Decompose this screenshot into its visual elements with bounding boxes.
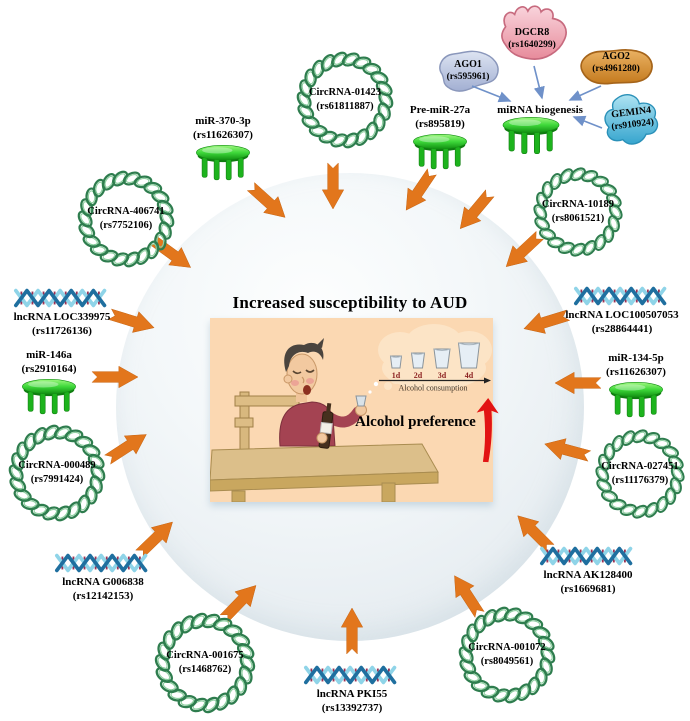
node-label: CircRNA-406741 (rs7752106) xyxy=(87,205,165,231)
mirna-icon xyxy=(196,144,250,180)
node-label: Pre-miR-27a (rs895819) xyxy=(409,104,471,131)
ago2-blob-icon xyxy=(580,49,653,85)
node-circrna-001072: CircRNA-001072 (rs8049561) xyxy=(455,603,559,707)
node-circrna-406741: CircRNA-406741 (rs7752106) xyxy=(74,167,178,271)
node-label: CircRNA-027451 (rs11176379) xyxy=(601,460,679,486)
axis-label: Alcohol consumption xyxy=(398,384,467,393)
circrna-ring-icon xyxy=(533,167,623,257)
circrna-ring-icon xyxy=(296,51,394,149)
figure-title: Increased susceptibility to AUD xyxy=(232,293,468,312)
node-label: CircRNA-001675 (rs1468762) xyxy=(166,649,244,675)
node-circrna-000489: CircRNA-000489 (rs7991424) xyxy=(5,421,109,525)
node-label: miR-134-5p (rs11626307) xyxy=(606,352,666,379)
arrow-from-circ01423 xyxy=(321,162,345,210)
alcohol-consumption-bubble: 1d 2d 3d 4d Alcohol consumption xyxy=(378,324,492,393)
node-label: miR-146a (rs2910164) xyxy=(21,349,77,376)
tick-2d: 2d xyxy=(414,371,423,380)
dgcr8-blob-icon xyxy=(501,5,567,60)
circrna-ring-icon xyxy=(458,606,556,704)
arrow-from-mir134 xyxy=(554,371,602,395)
node-label: lncRNA LOC339975 (rs11726136) xyxy=(13,311,111,338)
center-illustration-panel: 1d 2d 3d 4d Alcohol consumption Alcohol … xyxy=(210,318,499,502)
red-up-arrow-icon xyxy=(476,398,499,463)
mirna-icon xyxy=(22,378,76,414)
dgcr8-label: DGCR8 (rs1640299) xyxy=(508,27,556,50)
node-mirna-biogenesis: miRNA biogenesis xyxy=(478,103,602,157)
node-circrna-001675: CircRNA-001675 (rs1468762) xyxy=(151,609,259,717)
node-label: CircRNA-01423 (rs61811887) xyxy=(308,86,382,112)
node-label: CircRNA-000489 (rs7991424) xyxy=(18,459,96,485)
circrna-ring-icon xyxy=(595,429,685,519)
node-circrna-01423: CircRNA-01423 (rs61811887) xyxy=(293,48,397,152)
dna-helix-icon xyxy=(13,288,107,308)
node-circrna-10189: CircRNA-10189 (rs8061521) xyxy=(530,164,626,260)
mirna-icon xyxy=(413,133,467,169)
tick-4d: 4d xyxy=(465,371,474,380)
circrna-ring-icon xyxy=(77,170,175,268)
biogenesis-label: miRNA biogenesis xyxy=(497,104,583,116)
arrow-from-pki55 xyxy=(340,607,364,655)
node-label: lncRNA G006838 (rs12142153) xyxy=(62,576,144,603)
dna-helix-icon xyxy=(539,546,633,566)
node-mir-134-5p: miR-134-5p (rs11626307) xyxy=(596,351,676,420)
mirna-icon xyxy=(502,117,560,155)
circrna-ring-icon xyxy=(154,612,256,714)
ago2-label: AGO2 (rs4961280) xyxy=(592,51,640,74)
axis-arrow-icon xyxy=(484,377,491,384)
arrow-from-mir146a xyxy=(91,365,139,389)
tick-3d: 3d xyxy=(438,371,447,380)
node-circrna-027451: CircRNA-027451 (rs11176379) xyxy=(592,426,688,522)
circrna-ring-icon xyxy=(8,424,106,522)
node-label: lncRNA PKI55 (rs13392737) xyxy=(316,688,388,715)
node-label: miR-370-3p (rs11626307) xyxy=(193,115,253,142)
node-lncrna-ak128400: lncRNA AK128400 (rs1669681) xyxy=(530,544,646,597)
drinking-man-cartoon xyxy=(210,338,439,502)
ago1-label: AGO1 (rs595961) xyxy=(446,59,490,82)
node-lncrna-loc100507053: lncRNA LOC100507053 (rs28864441) xyxy=(556,284,688,337)
ago1-blob-icon xyxy=(439,50,499,92)
gemin4-blob-icon xyxy=(604,94,659,145)
node-lncrna-pki55: lncRNA PKI55 (rs13392737) xyxy=(295,663,409,716)
alcohol-preference-label: Alcohol preference xyxy=(355,414,476,430)
dna-helix-icon xyxy=(304,665,397,685)
node-pre-mir-27a: Pre-miR-27a (rs895819) xyxy=(400,103,480,172)
node-mir-370-3p: miR-370-3p (rs11626307) xyxy=(183,114,263,183)
node-label: CircRNA-001072 (rs8049561) xyxy=(468,641,546,667)
mirna-icon xyxy=(609,381,663,417)
node-label: CircRNA-10189 (rs8061521) xyxy=(541,198,615,224)
dna-helix-icon xyxy=(573,286,667,306)
dna-helix-icon xyxy=(54,553,148,573)
node-label: lncRNA LOC100507053 (rs28864441) xyxy=(565,309,679,336)
node-lncrna-loc339975: lncRNA LOC339975 (rs11726136) xyxy=(0,286,124,339)
node-label: lncRNA AK128400 (rs1669681) xyxy=(543,569,633,596)
arrow-dgcr8-to-biogenesis xyxy=(533,65,545,100)
tick-1d: 1d xyxy=(392,371,401,380)
node-mir-146a: miR-146a (rs2910164) xyxy=(9,348,89,417)
node-lncrna-g006838: lncRNA G006838 (rs12142153) xyxy=(45,551,161,604)
